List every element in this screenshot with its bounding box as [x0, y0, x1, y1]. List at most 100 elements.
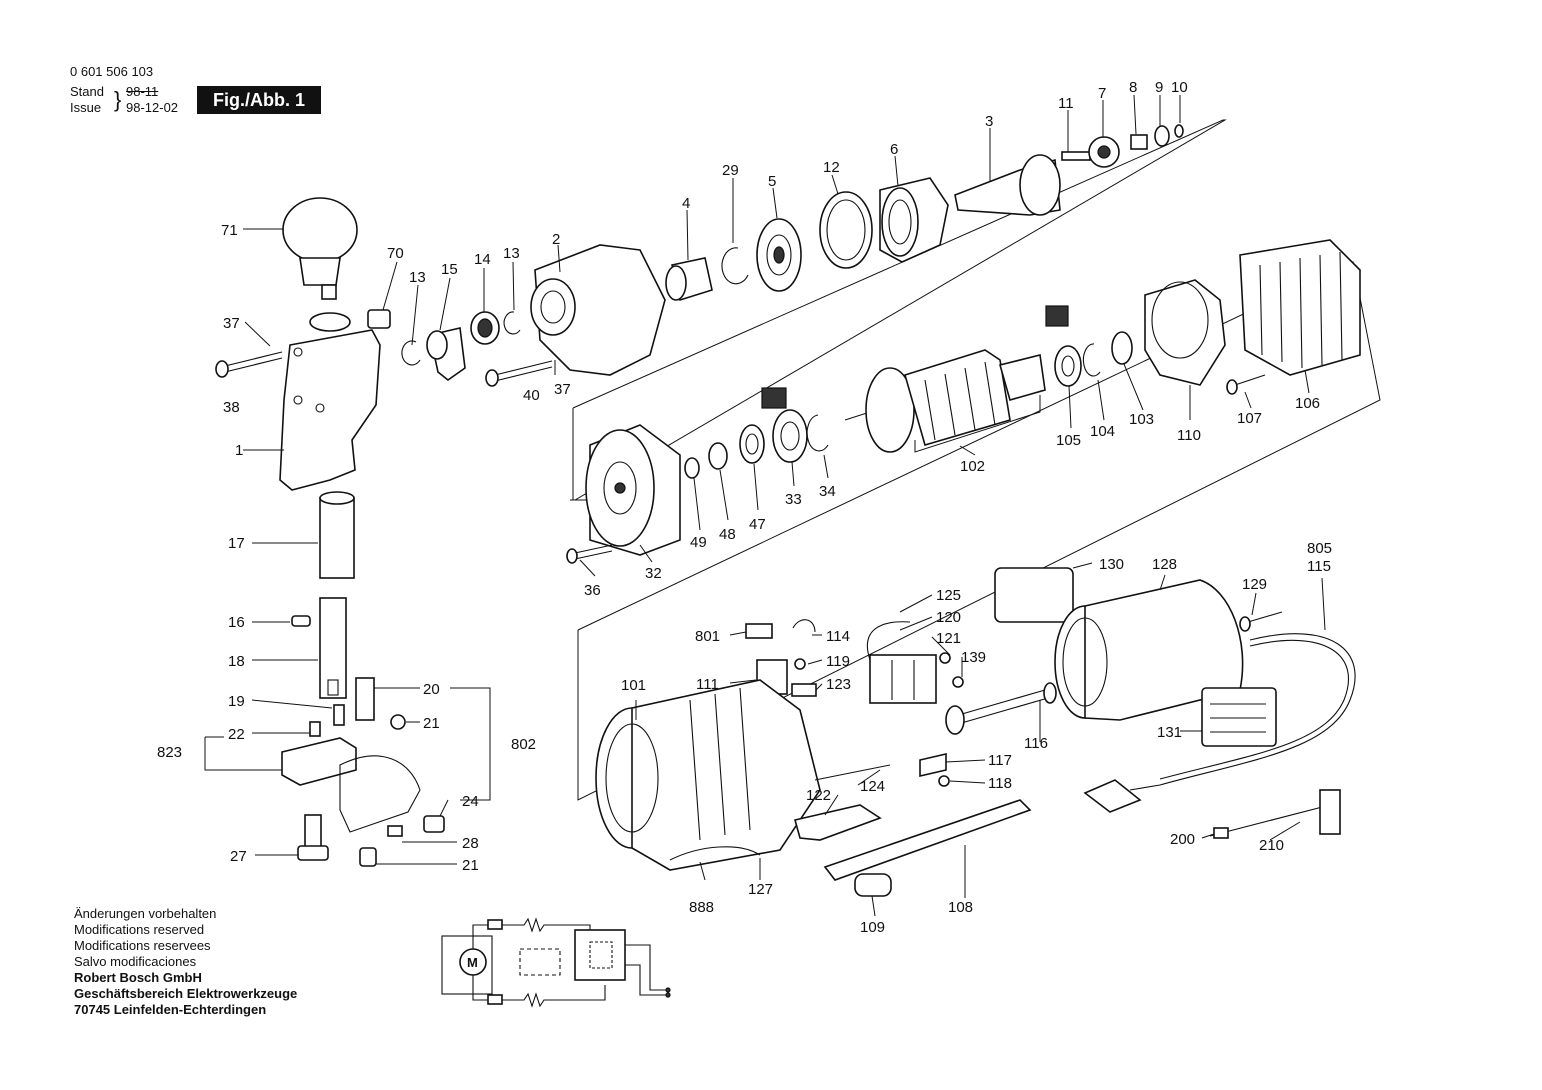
label-200: 200	[1170, 831, 1195, 848]
label-122: 122	[806, 787, 831, 804]
circlip-34-part	[806, 414, 829, 452]
label-110: 110	[1177, 427, 1201, 444]
wire-124-part	[814, 764, 891, 781]
label-16: 16	[228, 614, 245, 631]
label-802: 802	[511, 736, 536, 753]
label-4: 4	[682, 195, 690, 212]
label-19: 19	[228, 693, 245, 710]
label-21b: 21	[462, 857, 479, 874]
label-121: 121	[936, 630, 961, 647]
cover-sleeve-part	[1054, 579, 1244, 721]
nameplate-part	[1201, 687, 1277, 747]
label-130: 130	[1099, 556, 1124, 573]
internal-gear-part	[879, 177, 949, 263]
label-801: 801	[695, 628, 720, 645]
ball-bearing-33-part	[772, 409, 808, 463]
label-47: 47	[749, 516, 766, 533]
label-115: 115	[1307, 558, 1331, 575]
label-7: 7	[1098, 85, 1106, 102]
guide-tube-part	[319, 491, 355, 579]
pin-16-part	[291, 615, 311, 627]
label-13a: 13	[409, 269, 426, 286]
circlip-13a-part	[401, 340, 421, 366]
die-holder-part	[281, 737, 421, 833]
eccentric-shaft-part	[954, 154, 1061, 216]
label-2: 2	[552, 231, 560, 248]
screw-36-part	[566, 544, 613, 564]
label-108: 108	[948, 899, 973, 916]
label-32: 32	[645, 565, 662, 582]
ball-bearing-5-part	[756, 218, 802, 292]
leader-lines	[243, 94, 1326, 917]
footer-line-1: Änderungen vorbehalten	[74, 906, 217, 921]
screw-119-part	[794, 658, 806, 670]
nut-part	[367, 309, 391, 329]
part-labels: 71 70 13 15 14 13 2 4 29 5 12 6 3 11 7 8…	[157, 79, 1332, 936]
motor-housing-part	[595, 679, 821, 871]
label-107: 107	[1237, 410, 1262, 427]
washer-103-part	[1111, 331, 1133, 365]
label-38: 38	[223, 399, 240, 416]
coupling-8-part	[1130, 134, 1148, 150]
plug-200-210-part	[1209, 789, 1341, 839]
pin-part	[1061, 151, 1091, 161]
bracket-823	[204, 737, 282, 771]
pin-22-part	[309, 721, 321, 737]
label-131: 131	[1157, 724, 1182, 741]
label-117: 117	[988, 752, 1012, 769]
bracket-piece-part	[761, 387, 787, 409]
power-cord-part	[1083, 633, 1356, 813]
screw-28-part	[387, 825, 403, 837]
label-6: 6	[890, 141, 898, 158]
label-123: 123	[826, 676, 851, 693]
label-11: 11	[1058, 95, 1074, 112]
footer-company: Robert Bosch GmbH	[74, 970, 202, 985]
needle-bearing-part	[470, 311, 500, 345]
label-40: 40	[523, 387, 540, 404]
guide-plate-part	[355, 677, 375, 721]
label-129: 129	[1242, 576, 1267, 593]
bracket-102	[914, 395, 1041, 453]
label-103: 103	[1129, 411, 1154, 428]
bearing-block-part	[426, 327, 466, 382]
label-34: 34	[819, 483, 836, 500]
air-guide-part	[1144, 279, 1226, 386]
label-13b: 13	[503, 245, 520, 262]
label-118: 118	[988, 775, 1012, 792]
label-124: 124	[860, 778, 885, 795]
gear-housing-part	[530, 244, 666, 376]
label-9: 9	[1155, 79, 1163, 96]
screw-40-part	[485, 360, 553, 387]
label-101: 101	[621, 677, 646, 694]
cord-guard-part	[945, 682, 1057, 735]
footer-line-4: Salvo modificaciones	[74, 954, 197, 969]
label-8: 8	[1129, 79, 1137, 96]
label-15: 15	[441, 261, 458, 278]
label-125: 125	[936, 587, 961, 604]
label-71: 71	[221, 222, 238, 239]
ring-47-part	[739, 424, 765, 464]
screw-21b-part	[359, 847, 377, 867]
pinion-gear-part	[1088, 136, 1120, 168]
label-37b: 37	[554, 381, 571, 398]
field-part	[1239, 239, 1361, 376]
label-20: 20	[423, 681, 440, 698]
washer-9-part	[1154, 125, 1170, 147]
baffle-tag-part	[1045, 305, 1069, 327]
brace-glyph: }	[114, 87, 122, 112]
label-37a: 37	[223, 315, 240, 332]
sleeve-49-part	[684, 457, 700, 479]
ring-48-part	[708, 442, 728, 470]
label-805: 805	[1307, 540, 1332, 557]
label-3: 3	[985, 113, 993, 130]
screw-129-part	[1239, 611, 1283, 632]
label-27: 27	[230, 848, 247, 865]
spacer-ring-part	[819, 191, 873, 269]
label-36: 36	[584, 582, 601, 599]
label-105: 105	[1056, 432, 1081, 449]
label-106: 106	[1295, 395, 1320, 412]
label-33: 33	[785, 491, 802, 508]
stand-value: 98-11	[126, 84, 159, 99]
screw-121-part	[939, 652, 951, 664]
